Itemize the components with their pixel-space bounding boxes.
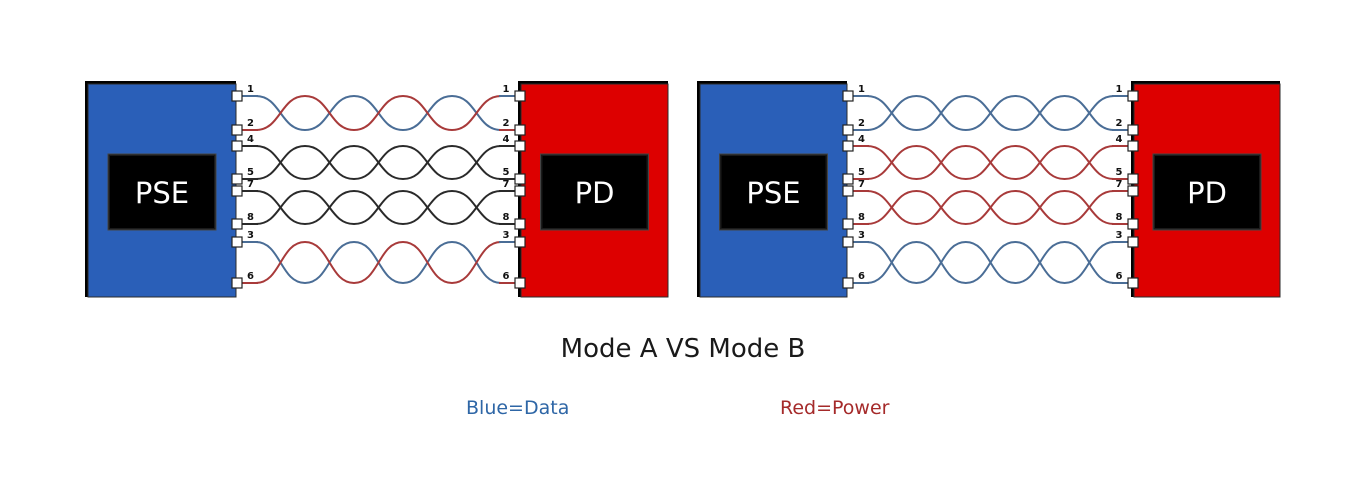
pin-right-1-0-1 [1127, 124, 1139, 136]
legend-data: Blue=Data [466, 397, 570, 419]
pin-right-1-3-0 [1127, 236, 1139, 248]
pse-1-label: PSE [746, 176, 800, 210]
pd-1-label: PD [1187, 176, 1227, 210]
pin-number-left-1-1-0: 4 [858, 134, 865, 145]
pin-number-left-0-0-1: 2 [247, 118, 254, 129]
pin-right-1-0-0 [1127, 90, 1139, 102]
pin-right-0-2-0 [514, 185, 526, 197]
pin-left-1-3-1 [842, 277, 854, 289]
pin-left-0-0-1 [231, 124, 243, 136]
pin-number-left-0-1-1: 5 [247, 167, 254, 178]
pse-0-label-box [110, 156, 214, 228]
pin-left-1-2-1 [842, 218, 854, 230]
pin-left-0-2-0 [231, 185, 243, 197]
pair-1-0-wire-b [866, 94, 1115, 132]
pin-number-right-0-0-0: 1 [503, 84, 510, 95]
pin-right-1-1-1 [1127, 173, 1139, 185]
pin-number-right-0-3-0: 3 [503, 230, 510, 241]
pin-right-0-3-1 [514, 277, 526, 289]
pin-number-left-0-2-1: 8 [247, 212, 254, 223]
pair-0-2-wire-b [255, 189, 502, 226]
pin-number-left-0-3-0: 3 [247, 230, 254, 241]
pin-number-left-1-1-1: 5 [858, 167, 865, 178]
pin-number-right-1-3-0: 3 [1116, 230, 1123, 241]
pin-number-right-1-0-1: 2 [1116, 118, 1123, 129]
pin-left-0-1-1 [231, 173, 243, 185]
pin-number-left-1-2-1: 8 [858, 212, 865, 223]
pin-number-right-0-2-1: 8 [503, 212, 510, 223]
pin-right-0-2-1 [514, 218, 526, 230]
pin-right-1-1-0 [1127, 140, 1139, 152]
pin-number-right-1-1-0: 4 [1116, 134, 1123, 145]
pin-left-0-1-0 [231, 140, 243, 152]
pin-right-0-3-0 [514, 236, 526, 248]
pin-left-1-1-1 [842, 173, 854, 185]
pin-number-left-0-1-0: 4 [247, 134, 254, 145]
pin-left-1-0-1 [842, 124, 854, 136]
pin-number-right-0-0-1: 2 [503, 118, 510, 129]
pin-left-1-1-0 [842, 140, 854, 152]
pin-number-left-0-0-0: 1 [247, 84, 254, 95]
pin-number-left-1-3-0: 3 [858, 230, 865, 241]
pin-number-right-0-2-0: 7 [503, 179, 510, 190]
pd-1-label-box [1155, 156, 1259, 228]
pin-right-1-3-1 [1127, 277, 1139, 289]
pin-right-0-1-0 [514, 140, 526, 152]
pse-1-label-box [721, 156, 826, 228]
pair-1-3-wire-b [866, 240, 1115, 285]
legend-power: Red=Power [780, 397, 890, 419]
pin-left-0-2-1 [231, 218, 243, 230]
pin-number-left-1-0-1: 2 [858, 118, 865, 129]
pin-right-0-1-1 [514, 173, 526, 185]
pd-0-label: PD [575, 176, 615, 210]
pair-0-0-wire-b [255, 94, 502, 132]
pin-number-left-1-2-0: 7 [858, 179, 865, 190]
pin-left-1-3-0 [842, 236, 854, 248]
pse-0-label: PSE [135, 176, 189, 210]
pin-left-1-0-0 [842, 90, 854, 102]
pin-number-right-1-2-1: 8 [1116, 212, 1123, 223]
pair-0-1-wire-b [255, 144, 502, 181]
pin-number-left-1-0-0: 1 [858, 84, 865, 95]
pair-1-1-wire-b [866, 144, 1115, 181]
pin-number-left-0-3-1: 6 [247, 271, 254, 282]
pin-left-1-2-0 [842, 185, 854, 197]
pin-left-0-3-1 [231, 277, 243, 289]
diagram-caption: Mode A VS Mode B [560, 334, 806, 364]
pin-number-left-0-2-0: 7 [247, 179, 254, 190]
pair-0-3-wire-b [255, 240, 502, 285]
pair-1-2-wire-b [866, 189, 1115, 226]
pin-number-right-0-3-1: 6 [503, 271, 510, 282]
pin-number-right-1-3-1: 6 [1116, 271, 1123, 282]
pin-right-0-0-1 [514, 124, 526, 136]
pin-right-1-2-1 [1127, 218, 1139, 230]
pd-0-label-box [542, 156, 647, 228]
pin-number-right-0-1-0: 4 [503, 134, 510, 145]
pin-number-right-1-2-0: 7 [1116, 179, 1123, 190]
pin-left-0-3-0 [231, 236, 243, 248]
pin-right-1-2-0 [1127, 185, 1139, 197]
pin-number-right-1-0-0: 1 [1116, 84, 1123, 95]
pin-number-left-1-3-1: 6 [858, 271, 865, 282]
pin-right-0-0-0 [514, 90, 526, 102]
pin-number-right-1-1-1: 5 [1116, 167, 1123, 178]
pin-number-right-0-1-1: 5 [503, 167, 510, 178]
pin-left-0-0-0 [231, 90, 243, 102]
